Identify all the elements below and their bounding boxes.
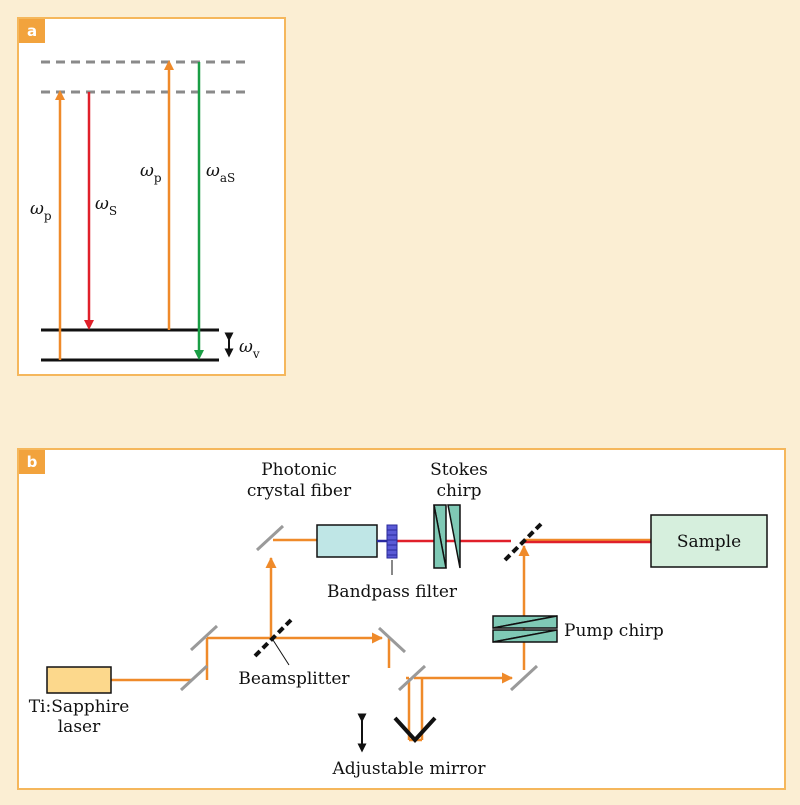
pump-chirp-prisms [492, 615, 558, 643]
mirror-4 [377, 626, 407, 654]
laser-box [46, 666, 112, 694]
beamsplitter-leader [272, 639, 290, 666]
dichroic-combiner [503, 522, 543, 562]
label-sample: Sample [677, 532, 741, 552]
mirror-6 [509, 664, 539, 692]
photonic-crystal-fiber [316, 524, 378, 558]
label-laser-line1: Ti:Sapphire [29, 697, 130, 717]
label-pcf-line2: crystal fiber [247, 481, 352, 501]
label-omega-p-mid: ωp [140, 161, 162, 185]
label-pump-chirp: Pump chirp [564, 621, 664, 641]
label-bandpass-filter: Bandpass filter [327, 582, 458, 602]
label-stokes-line2: chirp [437, 481, 482, 501]
optical-setup-panel: b [17, 448, 786, 790]
mirrors [179, 524, 539, 692]
label-omega-s: ωS [95, 194, 117, 218]
label-omega-p-left: ωp [30, 199, 52, 223]
sample-box [650, 514, 768, 568]
label-beamsplitter: Beamsplitter [238, 669, 350, 689]
label-stokes-line1: Stokes [430, 460, 488, 480]
beamsplitter [253, 618, 293, 658]
panel-a-badge: a [19, 19, 45, 43]
panel-b-badge: b [19, 450, 45, 474]
energy-level-diagram: ωp ωS ωp ωaS ωv [30, 60, 260, 362]
adjustable-mirror [393, 716, 437, 743]
energy-level-panel: a ωp ωS ωp [17, 17, 286, 376]
label-pcf-line1: Photonic [261, 460, 337, 480]
label-omega-v: ωv [239, 337, 260, 361]
label-adjustable-mirror: Adjustable mirror [331, 759, 486, 779]
label-omega-as: ωaS [206, 161, 235, 185]
stokes-chirp-prisms [433, 504, 461, 569]
mirror-2 [189, 624, 219, 652]
mirror-1 [179, 664, 209, 692]
stokes-beam-path [395, 539, 651, 544]
pump-beam-path [111, 538, 651, 742]
bandpass-filter [386, 524, 398, 559]
label-laser-line2: laser [58, 717, 101, 737]
mirror-3 [255, 524, 285, 552]
optical-setup-diagram: Photonic crystal fiber Stokes chirp Samp… [29, 460, 768, 779]
mirror-5 [397, 664, 427, 692]
